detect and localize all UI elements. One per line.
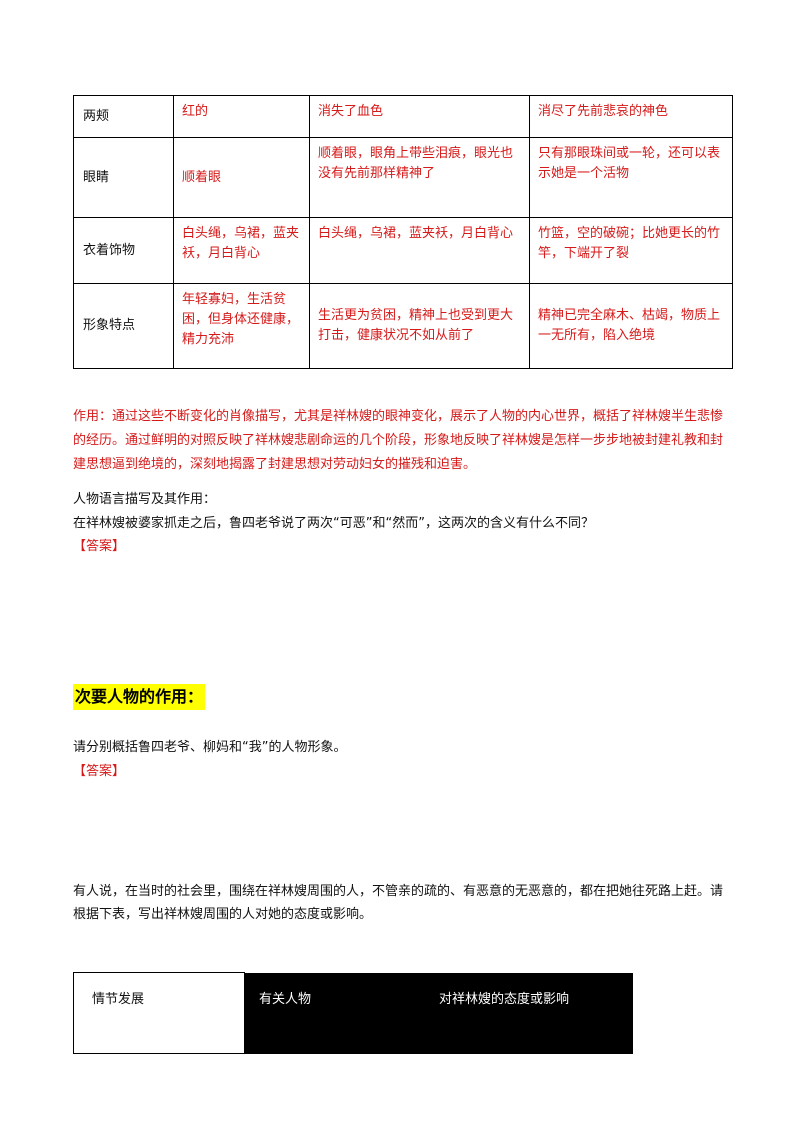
language-section-title: 人物语言描写及其作用： — [73, 492, 217, 507]
table-cell: 顺着眼，眼角上带些泪痕，眼光也没有先前那样精神了 — [309, 137, 530, 218]
table-cell: 生活更为贫困，精神上也受到更大打击，健康状况不如从前了 — [309, 283, 530, 369]
table-row: 形象特点 年轻寡妇，生活贫困，但身体还健康，精力充沛 生活更为贫困，精神上也受到… — [73, 283, 733, 369]
row-label: 眼睛 — [73, 137, 174, 218]
table-row: 眼睛 顺着眼 顺着眼，眼角上带些泪痕，眼光也没有先前那样精神了 只有那眼珠间或一… — [73, 137, 733, 218]
table-cell: 顺着眼 — [173, 137, 310, 218]
table-row: 衣着饰物 白头绳，乌裙，蓝夹袄，月白背心 白头绳，乌裙，蓝夹袄，月白背心 竹篮，… — [73, 217, 733, 284]
row-label: 两颊 — [73, 95, 174, 138]
table-cell: 白头绳，乌裙，蓝夹袄，月白背心 — [173, 217, 310, 284]
header-attitude-influence: 对祥林嫂的态度或影响 — [429, 972, 633, 1054]
plot-table: 情节发展 有关人物 对祥林嫂的态度或影响 — [73, 972, 633, 1054]
table-cell: 消失了血色 — [309, 95, 530, 138]
table-row: 两颊 红的 消失了血色 消尽了先前悲哀的神色 — [73, 95, 733, 138]
secondary-question: 请分别概括鲁四老爷、柳妈和“我”的人物形象。 — [73, 740, 347, 755]
header-plot-development: 情节发展 — [73, 972, 245, 1054]
row-label: 衣着饰物 — [73, 217, 174, 284]
table-cell: 消尽了先前悲哀的神色 — [529, 95, 733, 138]
portrait-comparison-table: 两颊 红的 消失了血色 消尽了先前悲哀的神色 眼睛 顺着眼 顺着眼，眼角上带些泪… — [73, 95, 733, 369]
table-cell: 年轻寡妇，生活贫困，但身体还健康，精力充沛 — [173, 283, 310, 369]
secondary-characters-heading: 次要人物的作用： — [73, 684, 206, 710]
table-header-row: 情节发展 有关人物 对祥林嫂的态度或影响 — [73, 972, 633, 1054]
language-question: 在祥林嫂被婆家抓走之后，鲁四老爷说了两次“可恶”和“然而”，这两次的含义有什么不… — [73, 516, 594, 531]
surround-paragraph: 有人说，在当时的社会里，围绕在祥林嫂周围的人，不管亲的疏的、有恶意的无恶意的，都… — [73, 884, 724, 922]
effect-paragraph: 作用：通过这些不断变化的肖像描写，尤其是祥林嫂的眼神变化，展示了人物的内心世界，… — [73, 409, 724, 472]
table-cell: 竹篮，空的破碗；比她更长的竹竿，下端开了裂 — [529, 217, 733, 284]
row-label: 形象特点 — [73, 283, 174, 369]
answer-label: 【答案】 — [73, 539, 126, 554]
table-cell: 红的 — [173, 95, 310, 138]
header-related-people: 有关人物 — [244, 972, 429, 1054]
table-cell: 精神已完全麻木、枯竭，物质上一无所有，陷入绝境 — [529, 283, 733, 369]
table-cell: 白头绳，乌裙，蓝夹袄，月白背心 — [309, 217, 530, 284]
answer-label: 【答案】 — [73, 764, 126, 779]
table-cell: 只有那眼珠间或一轮，还可以表示她是一个活物 — [529, 137, 733, 218]
